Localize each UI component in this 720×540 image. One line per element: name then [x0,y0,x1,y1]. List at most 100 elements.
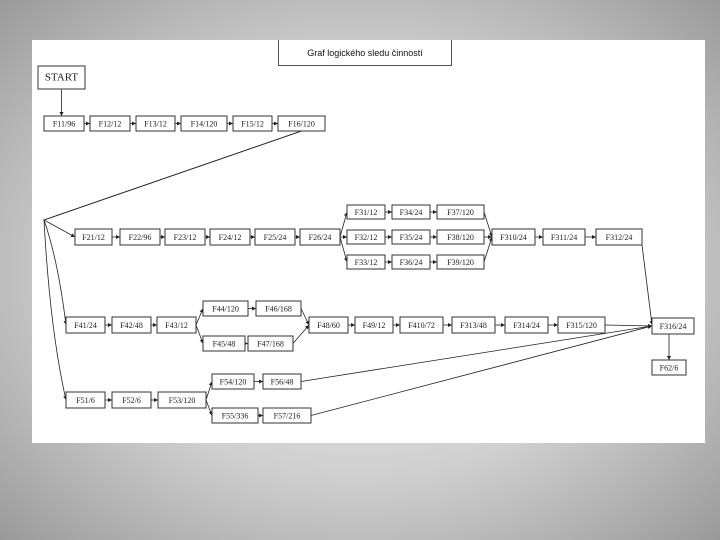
node-label: F52/6 [122,396,141,405]
node-label: F37/120 [447,208,474,217]
node-box [436,254,485,270]
node-label: F55/336 [222,412,249,421]
node-label: F16/120 [288,120,315,129]
node-f47-168: F47/168 [247,335,294,352]
node-label: F34/24 [400,208,423,217]
node-label: F45/48 [213,340,236,349]
node-label: F35/24 [400,233,423,242]
node-label: F46/168 [265,305,292,314]
node-f43-12: F43/12 [156,316,197,334]
node-box [37,65,86,90]
node-box [557,316,606,334]
node-box [89,115,131,132]
node-f14-120: F14/120 [180,115,228,132]
node-f36-24: F36/24 [391,254,431,270]
node-label: F313/48 [460,321,487,330]
node-box [157,391,207,409]
node-f49-12: F49/12 [354,316,394,334]
node-box [156,316,197,334]
node-box [232,115,273,132]
node-label: F31/12 [355,208,378,217]
edge-f43-12-to-f45-48 [195,324,204,344]
node-label: F47/168 [257,340,284,349]
node-label: F41/24 [74,321,97,330]
node-label: F13/12 [144,120,167,129]
node-label: F32/12 [355,233,378,242]
node-f31-12: F31/12 [346,204,386,220]
node-f53-120: F53/120 [157,391,207,409]
node-box [43,115,85,132]
node-f24-12: F24/12 [209,228,251,246]
node-f34-24: F34/24 [391,204,431,220]
node-label: F11/96 [53,120,75,129]
node-box [542,228,586,246]
node-label: F410/72 [408,321,435,330]
node-box [346,254,386,270]
edge-f37-120-to-f310-24 [483,211,493,238]
node-start: START [37,65,86,90]
edge-f53-120-to-f54-120 [205,381,213,401]
node-label: F54/120 [220,378,247,387]
node-box [111,391,152,409]
node-label: F21/12 [82,233,105,242]
node-box [202,335,246,352]
node-label: START [45,72,79,84]
node-label: F33/12 [355,258,378,267]
node-box [277,115,326,132]
node-f56-48: F56/48 [262,373,302,390]
node-label: F51/6 [76,396,95,405]
node-label: F39/120 [447,258,474,267]
node-f410-72: F410/72 [399,316,444,334]
node-f23-12: F23/12 [164,228,206,246]
node-label: F14/120 [191,120,218,129]
node-f311-24: F311/24 [542,228,586,246]
node-label: F314/24 [513,321,540,330]
node-label: F22/96 [129,233,152,242]
node-box [354,316,394,334]
node-f12-12: F12/12 [89,115,131,132]
node-f55-336: F55/336 [211,407,259,424]
edge-f46-168-to-f48-60 [300,308,310,326]
node-f41-24: F41/24 [65,316,106,334]
node-f52-6: F52/6 [111,391,152,409]
node-f15-12: F15/12 [232,115,273,132]
node-box [651,359,687,376]
node-label: F310/24 [500,233,527,242]
node-f33-12: F33/12 [346,254,386,270]
node-box [180,115,228,132]
diagram-title: Graf logického sledu činností [278,40,452,66]
node-box [255,300,302,317]
node-label: F44/120 [212,305,239,314]
edge-f53-120-to-f55-336 [205,399,213,416]
node-box [111,316,152,334]
node-label: F26/24 [309,233,332,242]
node-box [65,391,106,409]
node-f44-120: F44/120 [202,300,249,317]
node-label: F25/24 [264,233,287,242]
node-label: F311/24 [551,233,577,242]
node-f37-120: F37/120 [436,204,485,220]
node-box [504,316,549,334]
node-f13-12: F13/12 [135,115,176,132]
node-label: F49/12 [363,321,386,330]
node-label: F62/6 [660,364,679,373]
node-box [346,229,386,245]
edge-f56-48-to-f316-24 [300,324,653,382]
node-f310-24: F310/24 [491,228,536,246]
node-box [346,204,386,220]
edge-f16-to-hub [43,130,302,221]
node-f25-24: F25/24 [254,228,296,246]
node-box [436,204,485,220]
node-label: F316/24 [660,322,687,331]
node-label: F53/120 [169,396,196,405]
edge-f315-120-to-f316-24 [604,323,653,328]
node-box [595,228,643,246]
node-f21-12: F21/12 [74,228,113,246]
node-box [74,228,113,246]
edge-f312-24-to-f316-24 [641,244,654,326]
edge-f47-168-to-f48-60 [292,324,310,344]
node-label: F48/60 [317,321,340,330]
node-label: F23/12 [174,233,197,242]
node-box [65,316,106,334]
